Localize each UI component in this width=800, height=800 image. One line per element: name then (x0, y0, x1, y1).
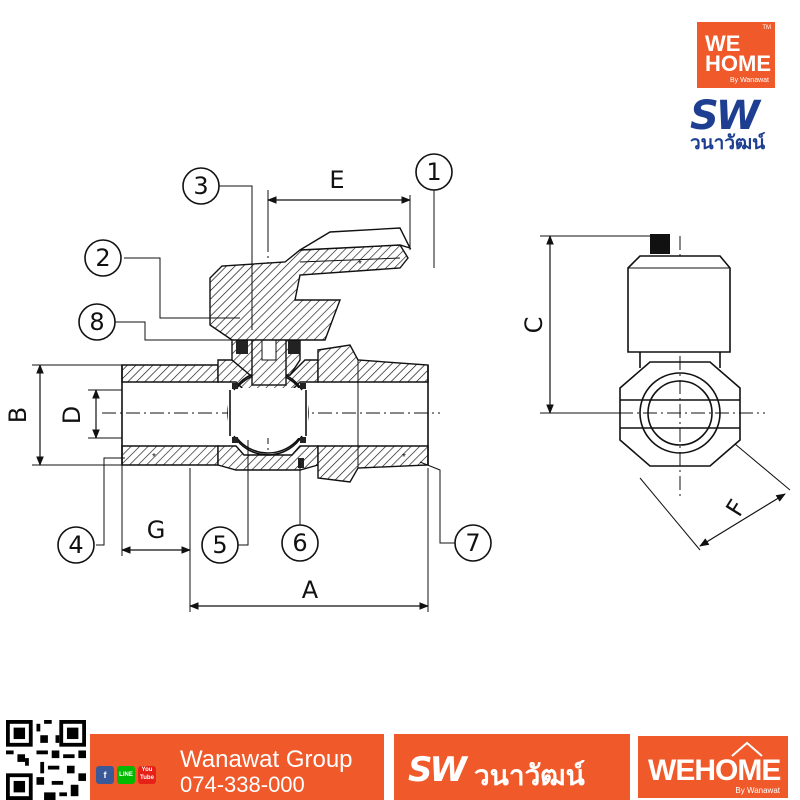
sw-mark: SW (408, 750, 467, 790)
svg-text:7: 7 (465, 529, 480, 557)
dim-B: B (4, 407, 32, 423)
callout-8: 8 (78, 303, 116, 341)
sw-thai-name: วนาวัฒน์ (690, 132, 766, 154)
sw-logo: SW วนาวัฒน์ (690, 95, 790, 155)
callout-2: 2 (84, 239, 122, 277)
phone-number[interactable]: 074-338-000 (180, 772, 305, 797)
youtube-icon[interactable]: You Tube (138, 766, 156, 784)
section-view: * * * (102, 190, 440, 483)
line-icon[interactable]: LINE (117, 766, 135, 784)
dim-D: D (58, 406, 86, 424)
end-view (540, 234, 791, 551)
logo-home: HOME (705, 51, 771, 76)
callout-1: 1 (415, 153, 453, 191)
svg-text:6: 6 (292, 529, 307, 557)
wehome-logo: TM WE HOME By Wanawat (697, 22, 775, 88)
trademark-label: TM (762, 25, 771, 31)
sw-mark: SW (690, 93, 760, 139)
svg-text:*: * (358, 259, 362, 270)
dim-C: C (520, 317, 548, 334)
logo-we: WE (705, 31, 741, 56)
logo-home: HOME (694, 754, 781, 787)
svg-text:1: 1 (426, 158, 441, 186)
sw-thai-name: วนาวัฒน์ (474, 759, 585, 792)
svg-text:8: 8 (89, 308, 104, 336)
svg-text:*: * (152, 452, 156, 463)
logo-we: WE (648, 754, 695, 787)
svg-text:5: 5 (212, 531, 227, 559)
dim-E: E (329, 166, 344, 194)
wehome-footer-logo: WEHOME By Wanawat (636, 734, 790, 800)
company-name: Wanawat Group (180, 746, 353, 773)
svg-text:3: 3 (193, 172, 208, 200)
facebook-icon[interactable]: f (96, 766, 114, 784)
callout-7: 7 (454, 524, 492, 562)
roof-icon (731, 741, 763, 757)
callout-leaders (96, 185, 455, 546)
callout-5: 5 (201, 526, 239, 564)
callout-4: 4 (57, 526, 95, 564)
dim-A: A (302, 576, 319, 604)
svg-text:4: 4 (68, 531, 83, 559)
logo-by: By Wanawat (735, 786, 780, 795)
dimension-lines (32, 195, 429, 612)
sw-footer-logo: SW วนาวัฒน์ (394, 734, 630, 800)
qr-code-icon[interactable] (6, 720, 86, 800)
dim-G: G (147, 516, 166, 544)
svg-text:2: 2 (95, 244, 110, 272)
logo-by: By Wanawat (729, 77, 769, 84)
callout-3: 3 (182, 167, 220, 205)
callout-6: 6 (281, 524, 319, 562)
svg-text:*: * (402, 452, 406, 463)
